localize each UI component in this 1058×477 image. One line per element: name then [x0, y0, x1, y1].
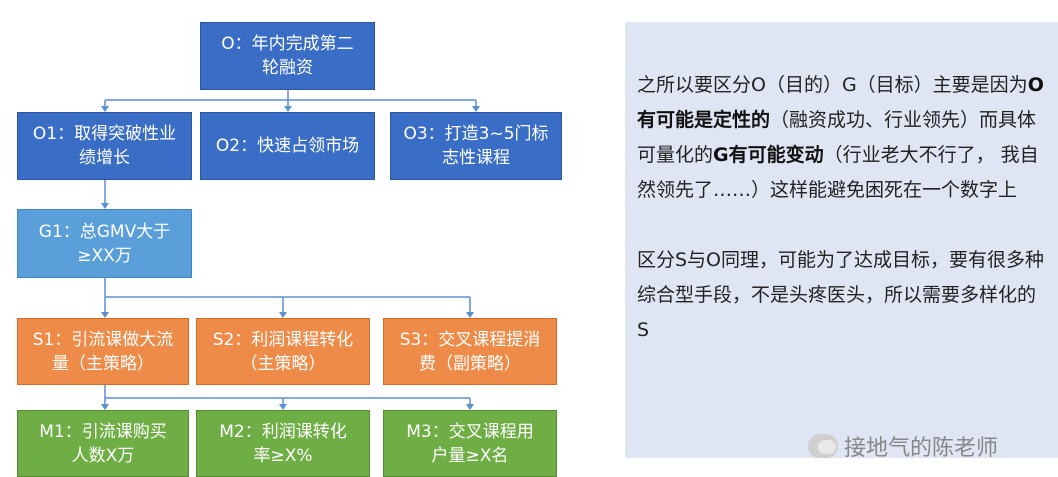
emphasis-g-variable: G有可能变动: [713, 144, 824, 166]
connector-lines: [101, 90, 480, 410]
node-strategy-s3: S3：交叉课程提消 费（副策略）: [383, 318, 557, 385]
explanation-paragraph-2: 区分S与O同理，可能为了达成目标，要有很多种综合型手段，不是头疼医头，所以需要多…: [637, 249, 1045, 341]
explanation-paragraph-1: 之所以要区分O（目的）G（目标）主要是因为O有可能是定性的（融资成功、行业领先）…: [637, 74, 1044, 201]
explanation-panel: 之所以要区分O（目的）G（目标）主要是因为O有可能是定性的（融资成功、行业领先）…: [625, 22, 1058, 458]
node-measure-m1: M1：引流课购买 人数X万: [17, 410, 189, 477]
wechat-icon: [808, 434, 838, 458]
node-objective-o1: O1：取得突破性业 绩增长: [17, 112, 192, 180]
emphasis-o-qualitative: O有可能是定性的: [637, 74, 1044, 131]
node-measure-m3: M3：交叉课程用 户量≥X名: [383, 410, 557, 477]
watermark-text: 接地气的陈老师: [844, 436, 999, 461]
node-objective: O：年内完成第二 轮融资: [200, 22, 375, 90]
node-objective-o3: O3：打造3~5门标 志性课程: [390, 112, 562, 180]
node-measure-m2: M2：利润课转化 率≥X%: [196, 410, 370, 477]
paragraph-gap: [637, 208, 1048, 243]
node-goal-g1: G1：总GMV大于 ≥XX万: [17, 209, 192, 278]
node-objective-o2: O2：快速占领市场: [200, 112, 375, 180]
node-strategy-s1: S1：引流课做大流 量（主策略）: [17, 318, 189, 385]
watermark: 接地气的陈老师: [808, 430, 998, 462]
node-strategy-s2: S2：利润课程转化 （主策略）: [196, 318, 370, 385]
